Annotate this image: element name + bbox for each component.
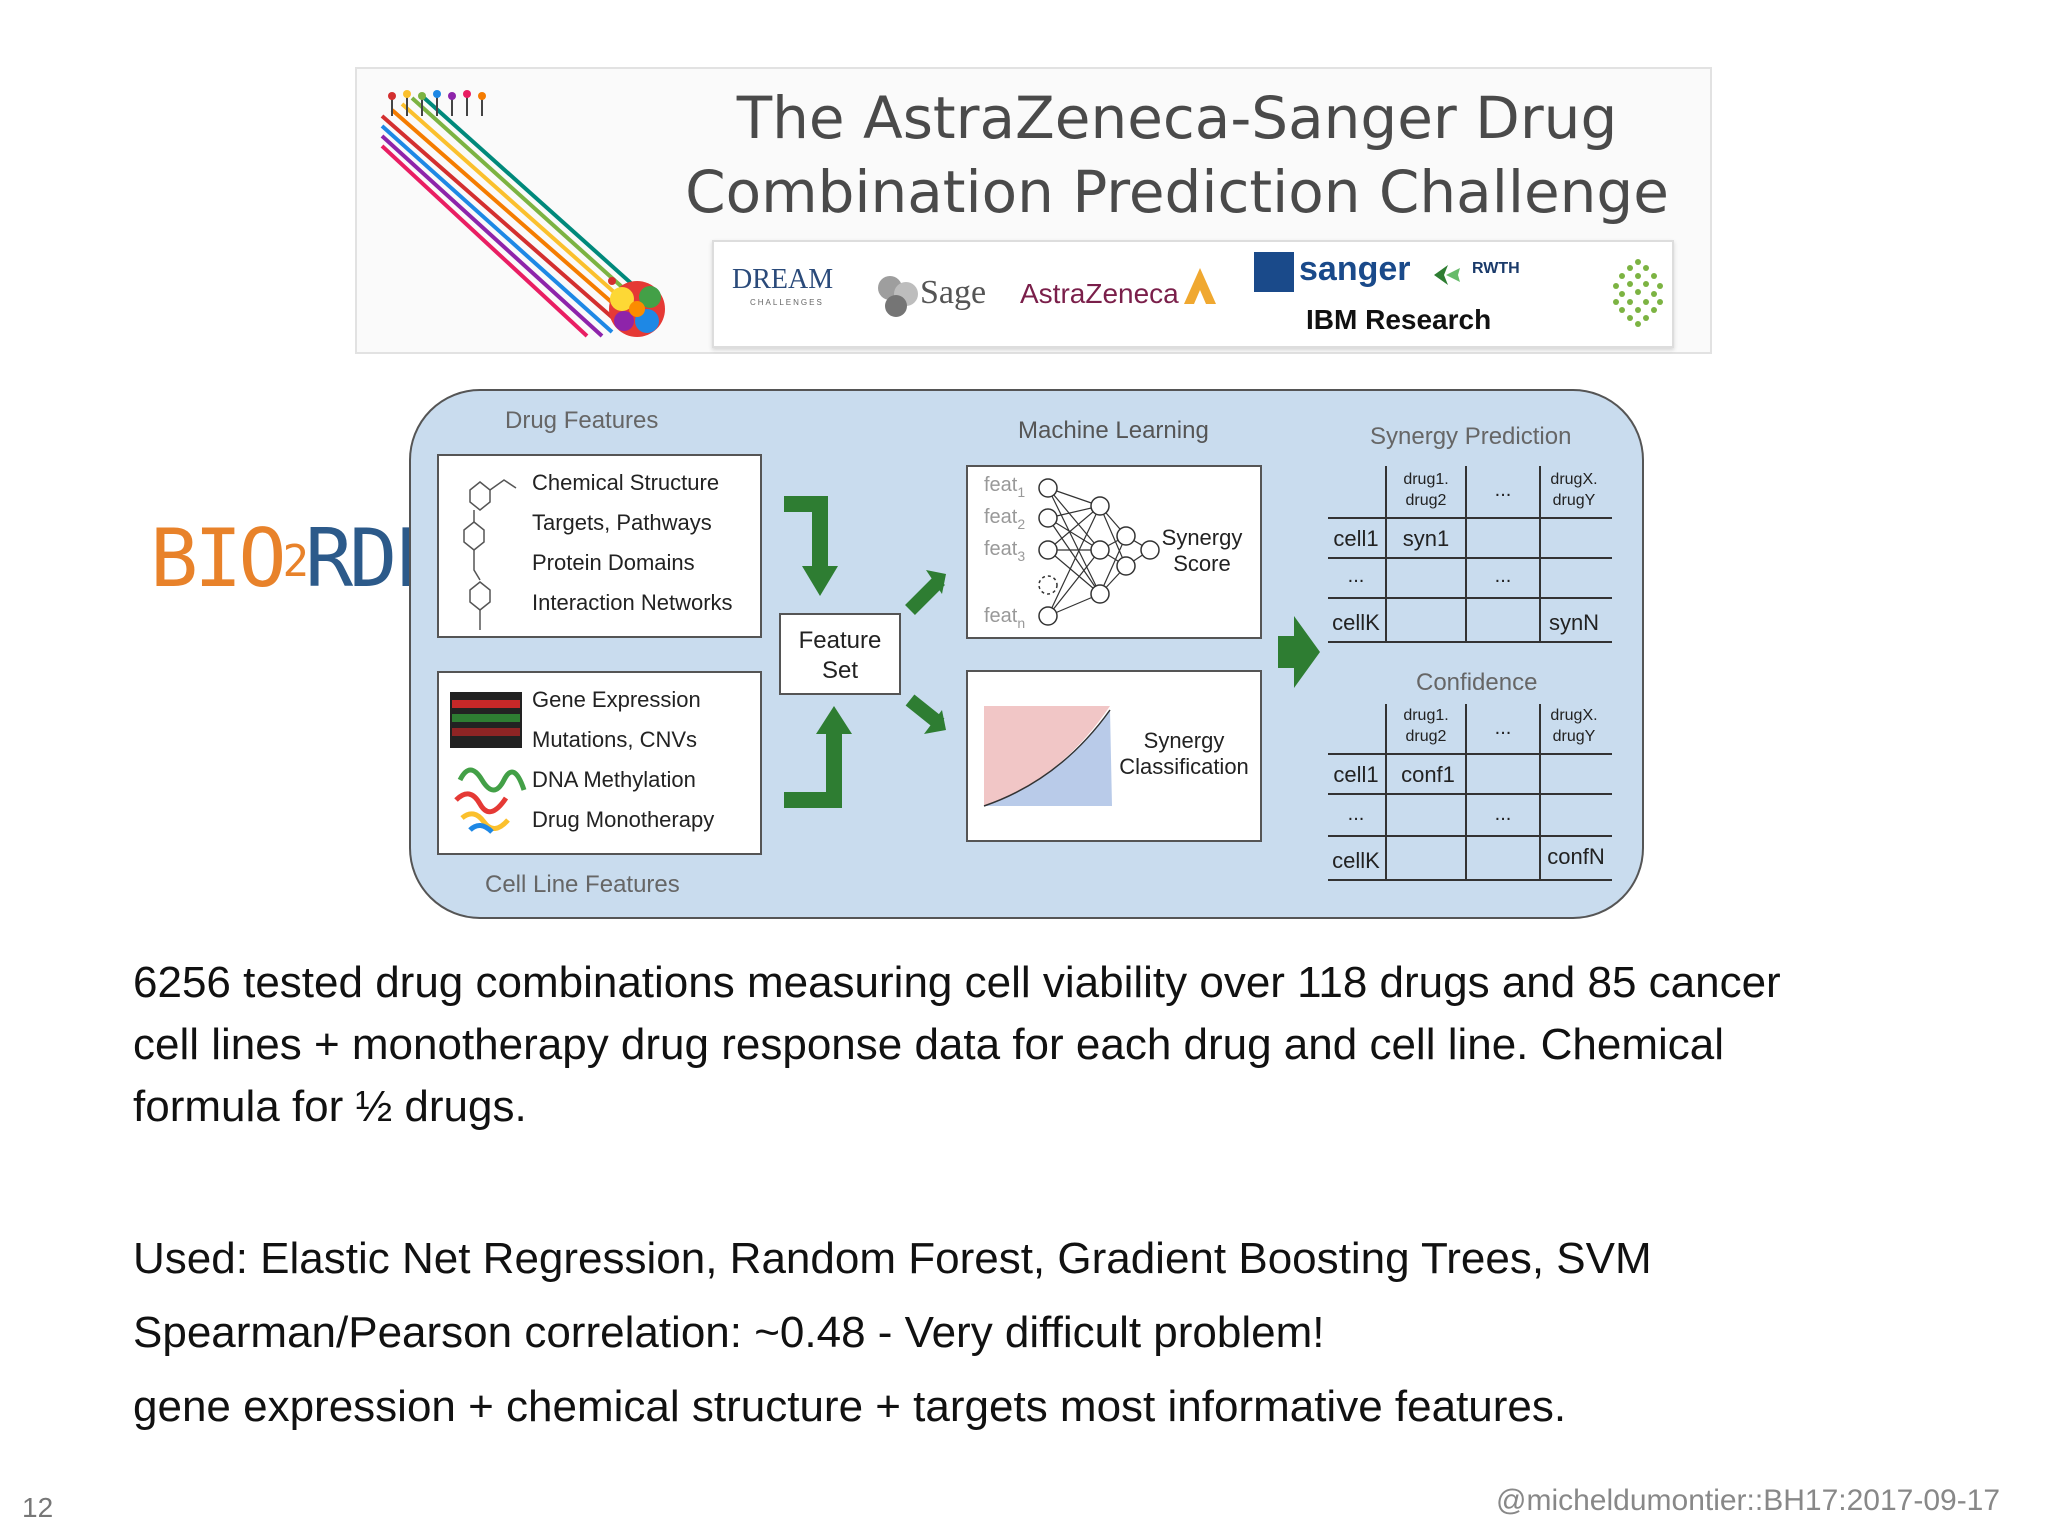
cell-feature-3: Drug Monotherapy xyxy=(532,807,714,832)
ml-to-prediction-arrow xyxy=(1278,616,1320,688)
pred-syn1: syn1 xyxy=(1403,526,1449,551)
feat-label-n: featn xyxy=(984,605,1025,631)
conf-col-drugx-a: drugX. xyxy=(1550,707,1597,724)
bio2rdf-bio: BIO xyxy=(150,512,286,605)
drug-feature-3: Interaction Networks xyxy=(532,590,733,615)
pred-col-dots: ... xyxy=(1495,479,1512,501)
cell-line-features-box xyxy=(437,671,762,855)
conf-mid-dots: ... xyxy=(1495,803,1512,825)
neural-network-box xyxy=(966,465,1262,639)
feat-label-3: feat3 xyxy=(984,538,1025,564)
feat-label-1: feat1 xyxy=(984,474,1025,500)
astrazeneca-icon xyxy=(1184,268,1216,304)
drug-feature-0: Chemical Structure xyxy=(532,470,719,495)
conf-col-drug1-a: drug1. xyxy=(1403,707,1448,724)
pred-col-drug1-a: drug1. xyxy=(1403,471,1448,488)
description-line-3: formula for ½ drugs. xyxy=(133,1082,527,1131)
informative-features: gene expression + chemical structure + t… xyxy=(133,1382,1567,1431)
feature-to-ml-arrowhead xyxy=(926,570,946,594)
conf-col-drugx-b: drugY xyxy=(1553,728,1596,745)
ibm-research-logo: IBM Research xyxy=(1306,304,1492,335)
protein-structure-icon xyxy=(454,767,527,834)
synergy-prediction-title: Synergy Prediction xyxy=(1370,423,1571,450)
pred-col-drugx-b: drugY xyxy=(1553,492,1596,509)
feature-to-ml-arrow xyxy=(905,575,945,615)
description-paragraph: 6256 tested drug combinations measuring … xyxy=(133,952,1781,1138)
pred-row-dots: ... xyxy=(1348,565,1365,587)
banner-title-line2: Combination Prediction Challenge xyxy=(685,158,1669,226)
feat-label-2: feat2 xyxy=(984,506,1025,532)
pred-row-cell1: cell1 xyxy=(1333,526,1378,551)
cell-feature-1: Mutations, CNVs xyxy=(532,727,697,752)
methods-list: Used: Elastic Net Regression, Random For… xyxy=(133,1222,1652,1444)
drug-features-title: Drug Features xyxy=(505,407,658,434)
synergy-prediction-grid xyxy=(1328,466,1612,643)
neural-network-nodes xyxy=(1038,478,1160,626)
pred-row-cellk: cellK xyxy=(1332,610,1380,635)
synergy-score-label-2: Score xyxy=(1173,551,1230,576)
sanger-icon xyxy=(1254,252,1294,292)
correlation-result: Spearman/Pearson correlation: ~0.48 - Ve… xyxy=(133,1308,1325,1357)
methods-used: Used: Elastic Net Regression, Random For… xyxy=(133,1234,1652,1283)
molecule-cluster-logo xyxy=(608,277,665,337)
hexagon-dots-icon xyxy=(1613,259,1663,327)
author-handle: @micheldumontier::BH17:2017-09-17 xyxy=(1496,1484,2001,1517)
conf-conf1: conf1 xyxy=(1401,762,1455,787)
pred-synN: synN xyxy=(1549,610,1599,635)
cell-to-feature-arrowhead xyxy=(816,706,852,734)
cell-line-features-title: Cell Line Features xyxy=(485,871,680,898)
drug-features-box xyxy=(437,454,762,638)
dream-matrix-logo xyxy=(380,90,632,338)
description-line-2: cell lines + monotherapy drug response d… xyxy=(133,1020,1725,1069)
scatter-classification-thumbnail xyxy=(983,706,1112,807)
drug-feature-2: Protein Domains xyxy=(532,550,695,575)
conf-confN: confN xyxy=(1547,844,1604,869)
confidence-grid xyxy=(1328,704,1612,881)
pred-mid-dots: ... xyxy=(1495,565,1512,587)
synergy-class-label-2: Classification xyxy=(1119,754,1249,779)
chemical-structure-icon xyxy=(463,479,517,630)
rwth-icon xyxy=(1434,265,1460,285)
sage-icon xyxy=(878,276,918,317)
conf-col-drug1-b: drug2 xyxy=(1406,728,1447,745)
pred-col-drugx-a: drugX. xyxy=(1550,471,1597,488)
cell-feature-0: Gene Expression xyxy=(532,687,701,712)
feature-set-label-1: Feature xyxy=(799,627,882,654)
heatmap-thumbnail-icon xyxy=(450,692,522,748)
pred-col-drug1-b: drug2 xyxy=(1406,492,1447,509)
synergy-score-label-1: Synergy xyxy=(1162,525,1243,550)
bio2rdf-logo: BIO2RDF xyxy=(150,516,441,605)
sanger-logo: sanger xyxy=(1299,250,1411,288)
sage-logo: Sage xyxy=(920,274,987,311)
rwth-logo: RWTH xyxy=(1472,260,1520,277)
machine-learning-title: Machine Learning xyxy=(1018,417,1209,444)
synergy-class-label-1: Synergy xyxy=(1144,728,1225,753)
cell-to-feature-arrow xyxy=(784,730,842,808)
dream-sub: CHALLENGES xyxy=(750,298,824,307)
sponsor-logos: DREAM CHALLENGES Sage AstraZeneca sanger… xyxy=(712,240,1674,348)
cell-feature-2: DNA Methylation xyxy=(532,767,696,792)
page-number: 12 xyxy=(22,1492,54,1523)
confidence-title: Confidence xyxy=(1416,669,1537,696)
dream-logo: DREAM xyxy=(732,264,834,295)
feature-set-label-2: Set xyxy=(822,657,858,684)
drug-feature-1: Targets, Pathways xyxy=(532,510,712,535)
drug-to-feature-arrow xyxy=(784,496,828,570)
description-line-1: 6256 tested drug combinations measuring … xyxy=(133,958,1781,1007)
conf-col-dots: ... xyxy=(1495,717,1512,739)
conf-row-cellk: cellK xyxy=(1332,848,1380,873)
banner-title: The AstraZeneca-Sanger Drug Combination … xyxy=(677,81,1677,229)
conf-row-dots: ... xyxy=(1348,803,1365,825)
feature-to-class-arrowhead xyxy=(924,710,946,734)
drug-to-feature-arrowhead xyxy=(802,566,838,596)
bio2rdf-two: 2 xyxy=(282,536,309,587)
feature-set-box xyxy=(779,613,901,695)
conf-row-cell1: cell1 xyxy=(1333,762,1378,787)
astrazeneca-logo: AstraZeneca xyxy=(1020,278,1179,309)
banner-title-line1: The AstraZeneca-Sanger Drug xyxy=(736,84,1618,152)
